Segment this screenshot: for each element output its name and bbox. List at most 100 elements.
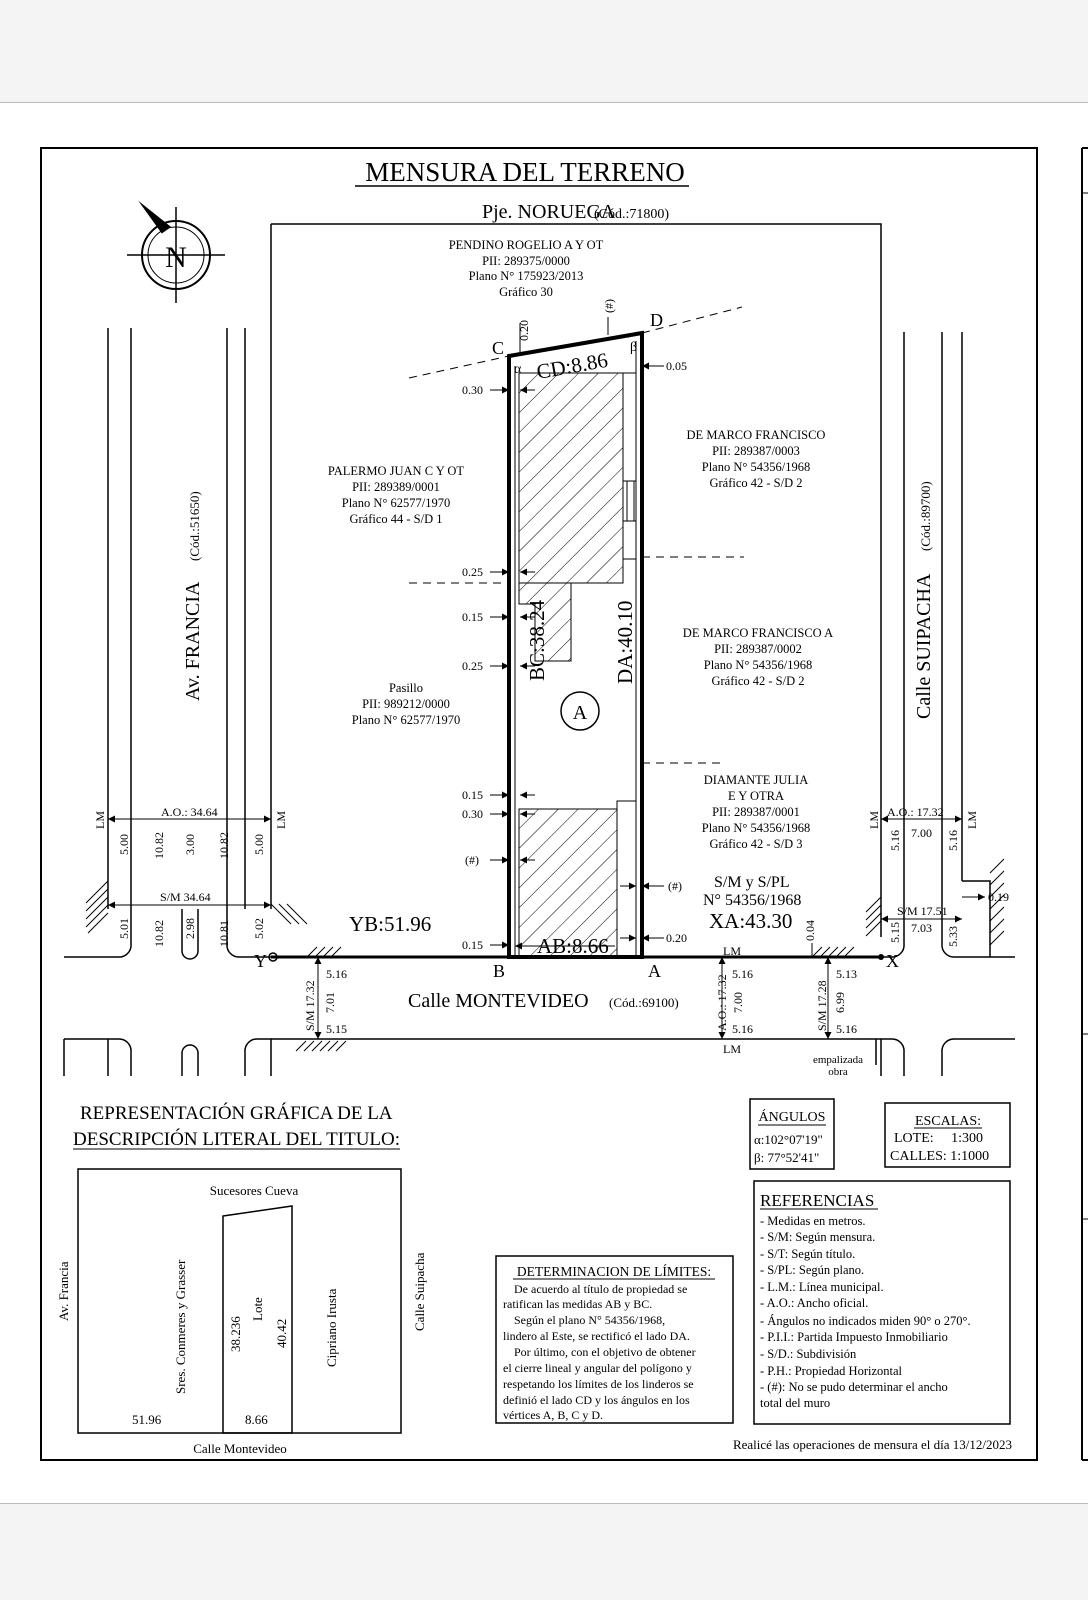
montevideo-right-699: 6.99 xyxy=(833,992,847,1013)
empalizada-label: empalizada xyxy=(813,1054,863,1066)
footer-note: Realicé las operaciones de mensura el dí… xyxy=(733,1437,1012,1452)
ref-item-2: - S/M: Según mensura. xyxy=(760,1230,875,1244)
offset-right-020: 0.20 xyxy=(666,931,687,945)
vertex-a: A xyxy=(648,961,661,981)
determinacion-line-2: ratifican las medidas AB y BC. xyxy=(503,1297,652,1311)
lot-marker xyxy=(560,691,600,731)
suipacha-street xyxy=(881,332,1015,1076)
angulos-box xyxy=(749,1098,835,1170)
avfrancia-bot-4: 10.81 xyxy=(217,920,231,947)
neighbor-right-1-plano: Plano N° 54356/1968 xyxy=(702,460,810,474)
avfrancia-top-1: 5.00 xyxy=(117,834,131,855)
vertex-y: Y xyxy=(254,951,267,971)
side-ab: AB:8.66 xyxy=(537,934,609,958)
literal-west: Sres. Conmeres y Grasser xyxy=(173,1259,188,1394)
literal-title-2: DESCRIPCIÓN LITERAL DEL TITULO: xyxy=(73,1128,400,1150)
avfrancia-street xyxy=(63,328,272,1076)
side-bc: BC:38.24 xyxy=(525,599,549,681)
ref-item-11: - (#): No se pudo determinar el ancho xyxy=(760,1380,948,1394)
ref-item-6: - A.O.: Ancho oficial. xyxy=(760,1296,868,1310)
montevideo-left-701: 7.01 xyxy=(323,992,337,1013)
suipacha-lm-left: LM xyxy=(867,811,881,829)
determinacion-line-5: Por último, con el objetivo de obtener xyxy=(514,1345,696,1359)
literal-side-left: 38.236 xyxy=(228,1316,243,1352)
avfrancia-top-2: 10.82 xyxy=(152,832,166,859)
literal-left-street: Av. Francia xyxy=(56,1261,71,1321)
neighbor-right-2-plano: Plano N° 54356/1968 xyxy=(704,658,812,672)
street-left-code: (Cód.:51650) xyxy=(187,491,202,561)
neighbor-left-top-plano: Plano N° 62577/1970 xyxy=(342,496,450,510)
montevideo-mid-ao: A.O.: 17.32 xyxy=(715,974,729,1031)
ref-item-5: - L.M.: Línea municipal. xyxy=(760,1280,884,1294)
ref-item-1: - Medidas en metros. xyxy=(760,1214,866,1228)
offset-right-004: 0.04 xyxy=(803,920,817,941)
offset-d-005: 0.05 xyxy=(666,359,687,373)
determinacion-title: DETERMINACION DE LÍMITES: xyxy=(517,1264,711,1279)
neighbor-right-1-pii: PII: 289387/0003 xyxy=(712,444,800,458)
neighbor-right-3-name: DIAMANTE JULIA xyxy=(704,773,809,787)
avfrancia-top-5: 5.00 xyxy=(252,834,266,855)
neighbor-left-top-pii: PII: 289389/0001 xyxy=(352,480,440,494)
street-right-name: Calle SUIPACHA xyxy=(913,573,935,719)
montevideo-street xyxy=(271,956,882,1076)
offset-left-015a: 0.15 xyxy=(462,610,483,624)
sheet-frame xyxy=(40,147,1038,1461)
determinacion-line-3: Según el plano N° 54356/1968, xyxy=(514,1313,665,1327)
neighbor-right-1-name: DE MARCO FRANCISCO xyxy=(687,428,826,442)
vertex-d: D xyxy=(650,310,663,330)
vertex-c: C xyxy=(492,338,504,358)
avfrancia-lm-left: LM xyxy=(93,811,107,829)
street-left-name: Av. FRANCIA xyxy=(182,581,204,701)
determinacion-line-6: el cierre lineal y angular del polígono … xyxy=(503,1361,692,1375)
literal-bottom-lot: 8.66 xyxy=(245,1412,268,1427)
street-bottom-name: Calle MONTEVIDEO xyxy=(408,990,589,1012)
angle-alpha: α xyxy=(514,362,522,377)
street-right-code: (Cód.:89700) xyxy=(918,481,933,551)
xa-plano: N° 54356/1968 xyxy=(703,892,801,909)
lot-polygon xyxy=(408,306,744,959)
neighbor-left-bottom-pii: PII: 989212/0000 xyxy=(362,697,450,711)
angulos-title: ÁNGULOS xyxy=(759,1108,826,1125)
offset-left-015b: 0.15 xyxy=(462,788,483,802)
suipacha-bot-2: 7.03 xyxy=(911,921,932,935)
suipacha-offset-019: 0.19 xyxy=(988,890,1009,904)
avfrancia-sm: S/M 34.64 xyxy=(160,890,211,904)
neighbor-left-bottom-plano: Plano N° 62577/1970 xyxy=(352,713,460,727)
determinacion-line-4: lindero al Este, se rectificó el lado DA… xyxy=(503,1329,690,1343)
literal-top: Sucesores Cueva xyxy=(210,1183,299,1198)
suipacha-sm: S/M 17.51 xyxy=(897,904,948,918)
neighbor-right-2-name: DE MARCO FRANCISCO A xyxy=(683,626,833,640)
street-top-name: Pje. NORUEGA xyxy=(482,201,616,223)
literal-right-street: Calle Suipacha xyxy=(412,1252,427,1331)
suipacha-bot-1: 5.15 xyxy=(888,922,902,943)
literal-side-right: 40.42 xyxy=(274,1319,289,1348)
montevideo-right-513: 5.13 xyxy=(836,967,857,981)
escalas-calles: CALLES: 1:1000 xyxy=(890,1149,989,1164)
street-top-code: (Cód.:71800) xyxy=(594,207,669,222)
street-bottom-code: (Cód.:69100) xyxy=(609,995,679,1010)
angulos-alpha: α:102°07'19" xyxy=(754,1132,823,1147)
side-xa: XA:43.30 xyxy=(709,909,792,933)
north-letter: N xyxy=(165,241,187,274)
ref-item-12: total del muro xyxy=(760,1396,830,1410)
plan-title: MENSURA DEL TERRENO xyxy=(365,157,685,187)
avfrancia-ao: A.O.: 34.64 xyxy=(161,805,218,819)
montevideo-right-sm: S/M 17.28 xyxy=(815,980,829,1031)
ref-item-10: - P.H.: Propiedad Horizontal xyxy=(760,1364,903,1378)
side-da: DA:40.10 xyxy=(613,601,637,684)
suipacha-top-3: 5.16 xyxy=(946,830,960,851)
neighbor-left-top-name: PALERMO JUAN C Y OT xyxy=(328,464,464,478)
montevideo-mid-700: 7.00 xyxy=(731,992,745,1013)
offset-left-015c: 0.15 xyxy=(462,938,483,952)
ref-item-7: - Ángulos no indicados miden 90° o 270°. xyxy=(760,1314,971,1328)
offset-right-hash: (#) xyxy=(668,879,682,893)
determinacion-line-1: De acuerdo al título de propiedad se xyxy=(514,1282,687,1296)
determinacion-box xyxy=(495,1255,734,1424)
avfrancia-bot-5: 5.02 xyxy=(252,918,266,939)
plan-sheet: MENSURA DEL TERRENO N Pje. NORUEGA (Cód.… xyxy=(0,102,1088,1504)
escalas-box xyxy=(884,1102,1011,1168)
angle-beta: β xyxy=(630,340,637,355)
neighbor-right-1-grafico: Gráfico 42 - S/D 2 xyxy=(709,476,802,490)
angulos-beta: β: 77°52'41" xyxy=(754,1150,819,1165)
referencias-box xyxy=(753,1180,1011,1425)
